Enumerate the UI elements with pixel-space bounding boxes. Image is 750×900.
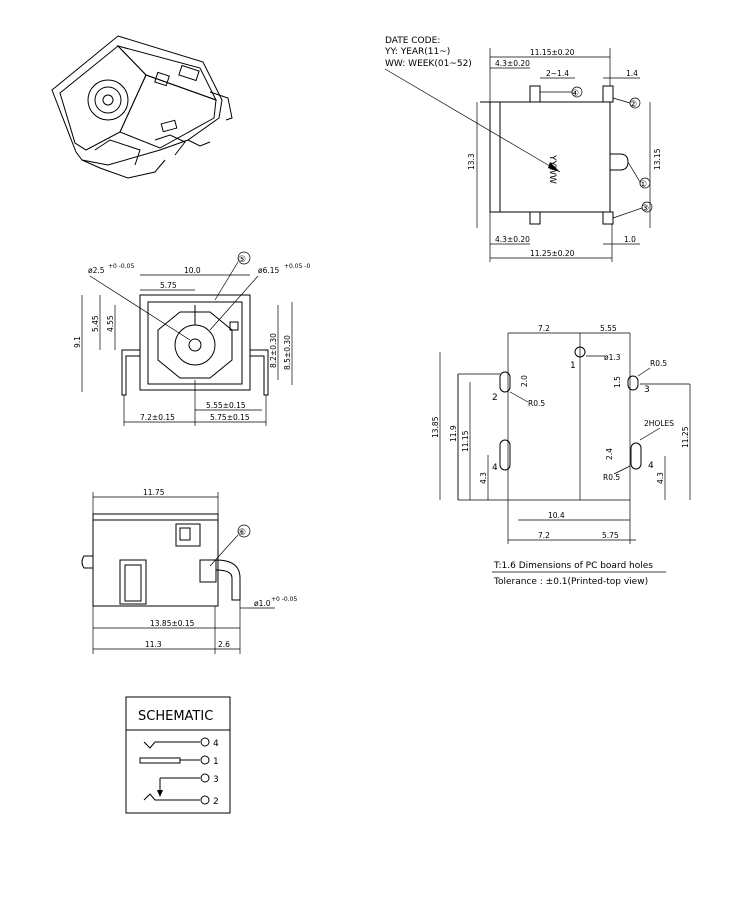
dim-r0-5-left: R0.5	[528, 399, 545, 408]
dim-r0-5-right: R0.5	[650, 359, 667, 368]
hole-label-4a: 4	[492, 463, 498, 473]
top-view: YYWW 11.15±0.20 4.3±0.20 2~1.4 1.4 13.3 …	[467, 48, 662, 262]
dim-13-85: 13.85±0.15	[150, 619, 195, 628]
dim-4-3-left: 4.3	[479, 472, 488, 484]
pcb-caption-line2: Tolerance : ±0.1(Printed-top view)	[493, 577, 648, 587]
front-view: 10.0 5.75 ø2.5 +0 -0.05 ø6.15 +0.05 -0 ⑤…	[73, 251, 310, 426]
dim-1-5: 1.5	[613, 376, 622, 388]
schematic: SCHEMATIC 4 1 3 2	[125, 696, 231, 814]
hole-label-3: 3	[644, 385, 650, 395]
dim-5-75-top: 5.75	[160, 281, 177, 290]
dim-top-4-3: 4.3±0.20	[495, 59, 530, 68]
dim-9-1: 9.1	[73, 336, 82, 348]
dim-lead-dia-tol: +0 -0.05	[271, 596, 297, 603]
pin-4-callout: ④	[571, 89, 579, 99]
schematic-pin-4: 4	[213, 739, 219, 749]
dim-2-4: 2.4	[605, 448, 614, 460]
date-code-note: DATE CODE: YY: YEAR(11~) WW: WEEK(01~52)	[384, 36, 561, 173]
dim-bottom-width: 11.25±0.20	[530, 249, 575, 258]
dim-bottom-4-3: 4.3±0.20	[495, 235, 530, 244]
pin-6-callout: ⑥	[238, 528, 246, 538]
dim-dia-1-3: ø1.3	[604, 353, 621, 362]
dim-lead-dia: ø1.0	[254, 599, 271, 608]
dim-top-width: 11.15±0.20	[530, 48, 575, 57]
schematic-pin-3: 3	[213, 775, 219, 785]
date-code-title: DATE CODE:	[385, 36, 440, 46]
dim-11-25: 11.25	[681, 426, 690, 448]
dim-13-85-pcb: 13.85	[431, 416, 440, 438]
dim-5-55: 5.55±0.15	[206, 401, 246, 410]
pcb-layout: 7.2 5.55 ø1.3 1 2 3 4 4 R0.5 R0.5 R0.5 2…	[431, 324, 691, 587]
dim-10-4: 10.4	[548, 511, 565, 520]
dim-8-2: 8.2±0.30	[269, 333, 278, 368]
dim-5-75-bottom-pcb: 5.75	[602, 531, 619, 540]
dim-5-55-top: 5.55	[600, 324, 617, 333]
dim-2-6: 2.6	[218, 640, 230, 649]
dim-7-2-bottom: 7.2	[538, 531, 550, 540]
dim-1-4: 1.4	[626, 69, 638, 78]
hole-label-2: 2	[492, 393, 498, 403]
schematic-title: SCHEMATIC	[138, 709, 213, 724]
schematic-pin-2: 2	[213, 797, 219, 807]
pcb-caption-line1: T:1.6 Dimensions of PC board holes	[493, 561, 653, 571]
dim-pin-dia: ø6.15	[258, 266, 280, 275]
dim-13-3: 13.3	[467, 153, 476, 170]
date-code-year: YY: YEAR(11~)	[384, 47, 450, 57]
pin-1-callout: ①	[639, 180, 647, 190]
dim-4-3-right: 4.3	[656, 472, 665, 484]
dim-hole-dia: ø2.5	[88, 266, 105, 275]
dim-5-75-bottom: 5.75±0.15	[210, 413, 250, 422]
dim-11-3: 11.3	[145, 640, 162, 649]
pin-5-callout: ⑤	[238, 255, 246, 265]
dim-r0-5-bottom: R0.5	[603, 473, 620, 482]
dim-4-55: 4.55	[106, 315, 115, 332]
dim-5-45: 5.45	[91, 315, 100, 332]
dim-2-0: 2.0	[520, 375, 529, 387]
dim-2-holes: 2HOLES	[644, 419, 674, 428]
dim-11-9: 11.9	[449, 425, 458, 442]
dim-2-1-4: 2~1.4	[546, 69, 569, 78]
dim-7-2-top: 7.2	[538, 324, 550, 333]
dim-11-75: 11.75	[143, 488, 165, 497]
dim-hole-dia-tol: +0 -0.05	[108, 263, 134, 270]
body-marking: YYWW	[547, 154, 557, 184]
dim-8-5: 8.5±0.30	[283, 335, 292, 370]
schematic-pin-1: 1	[213, 757, 219, 767]
dim-1-0: 1.0	[624, 235, 636, 244]
dim-11-15: 11.15	[461, 430, 470, 452]
dim-10-0: 10.0	[184, 266, 201, 275]
hole-label-4b: 4	[648, 461, 654, 471]
isometric-view	[51, 35, 233, 179]
hole-label-1: 1	[570, 361, 576, 371]
pin-2-callout: ②	[629, 100, 637, 110]
pin-3-callout: ③	[641, 204, 649, 214]
dim-7-2: 7.2±0.15	[140, 413, 175, 422]
dim-pin-dia-tol: +0.05 -0	[284, 263, 310, 270]
side-view: 11.75 ⑥ ø1.0 +0 -0.05 13.85±0.15 11.3 2.…	[81, 488, 297, 654]
dim-13-15: 13.15	[653, 148, 662, 170]
date-code-week: WW: WEEK(01~52)	[385, 59, 472, 69]
